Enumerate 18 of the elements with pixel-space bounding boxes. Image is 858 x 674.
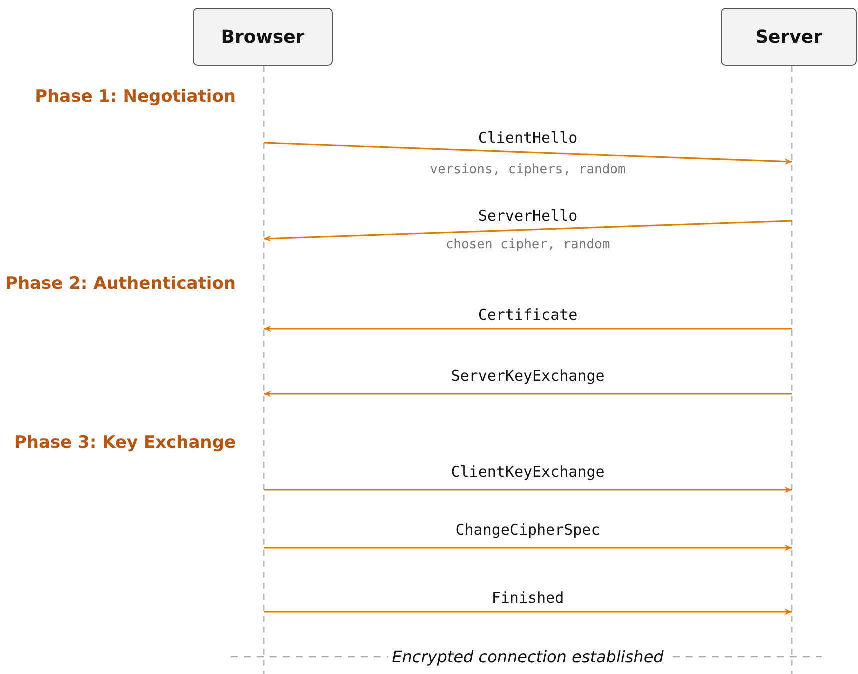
status-note: Encrypted connection established (388, 648, 668, 666)
message-detail: versions, ciphers, random (430, 162, 626, 178)
message-label: ClientKeyExchange (449, 463, 607, 481)
message-arrow (264, 544, 792, 552)
message-detail: chosen cipher, random (446, 238, 610, 252)
phase-heading: Phase 3: Key Exchange (14, 433, 236, 453)
phase-heading: Phase 1: Negotiation (35, 87, 236, 107)
message-arrow (264, 142, 792, 165)
message-arrow (264, 390, 792, 398)
message-label: ServerKeyExchange (449, 367, 607, 385)
message-arrow (264, 608, 792, 616)
message-arrow (264, 486, 792, 494)
message-arrow (264, 220, 792, 242)
phase-heading: Phase 2: Authentication (5, 274, 236, 294)
message-label: ChangeCipherSpec (454, 521, 602, 539)
message-arrow (264, 326, 792, 332)
participant-box: Browser (193, 8, 333, 66)
participant-box: Server (721, 8, 857, 66)
